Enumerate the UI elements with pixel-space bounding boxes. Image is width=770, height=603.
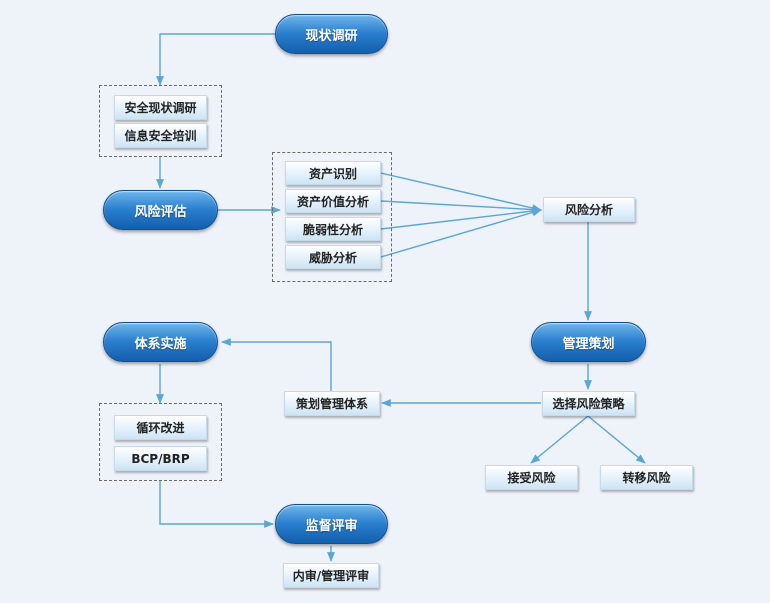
node-threat-analysis[interactable]: 威胁分析: [285, 245, 381, 269]
node-transfer-risk[interactable]: 转移风险: [600, 465, 693, 490]
edge-strategy-to-accept: [530, 415, 589, 464]
edge-threat-to-risk-analysis: [380, 208, 542, 258]
improvement-group: [99, 403, 222, 481]
node-management-planning[interactable]: 管理策划: [531, 322, 646, 362]
node-plan-management-system[interactable]: 策划管理体系: [284, 391, 380, 416]
node-vulnerability-analysis[interactable]: 脆弱性分析: [285, 217, 381, 241]
edge-vulnerability-to-risk-analysis: [380, 207, 542, 230]
edge-strategy-to-transfer: [587, 415, 646, 464]
security-research-group: [99, 85, 222, 157]
node-accept-risk[interactable]: 接受风险: [485, 465, 578, 490]
edge-asset-identification-to-risk-analysis: [380, 172, 542, 212]
edge-asset-value-to-risk-analysis: [380, 200, 542, 214]
asset-analysis-group: [272, 152, 392, 282]
edge-cycle-group-to-supervision: [159, 481, 274, 528]
node-bcp-brp[interactable]: BCP/BRP: [114, 446, 207, 471]
edge-plan-system-to-implementation: [221, 338, 332, 391]
node-security-status-research[interactable]: 安全现状调研: [114, 95, 207, 120]
edge-status-to-security-group: [156, 33, 275, 86]
node-cycle-improvement[interactable]: 循环改进: [114, 415, 207, 440]
node-asset-identification[interactable]: 资产识别: [285, 161, 381, 185]
node-risk-analysis[interactable]: 风险分析: [543, 197, 635, 222]
node-internal-management-review[interactable]: 内审/管理评审: [283, 563, 379, 588]
node-select-risk-strategy[interactable]: 选择风险策略: [542, 391, 635, 416]
node-status-research[interactable]: 现状调研: [275, 14, 388, 54]
node-infosec-training[interactable]: 信息安全培训: [114, 123, 207, 148]
node-system-implementation[interactable]: 体系实施: [103, 322, 218, 362]
node-asset-value-analysis[interactable]: 资产价值分析: [285, 189, 381, 213]
node-supervision-review[interactable]: 监督评审: [275, 504, 388, 544]
node-risk-assessment[interactable]: 风险评估: [103, 190, 218, 230]
